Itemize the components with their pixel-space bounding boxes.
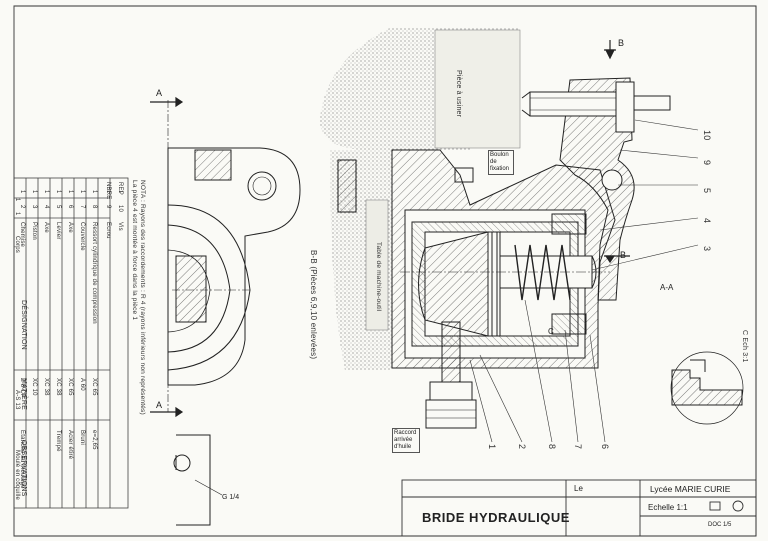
cut-c-label: C (548, 327, 554, 336)
rep-6: 6 (67, 205, 73, 209)
parts-row-1-material: A-S 13 (14, 390, 20, 410)
fitting-label: Raccord arrivée d'huile (392, 428, 420, 453)
item-balloon-7: 7 (573, 444, 583, 450)
parts-row-8-name: Ressort cylindrique de compression (91, 222, 97, 324)
side-view (167, 100, 301, 412)
cut-a-top-label: A (156, 88, 163, 98)
title-block-frame (401, 479, 757, 537)
item-balloon-1: 1 (487, 444, 497, 450)
nbre-7: 1 (79, 190, 85, 194)
parts-row-9-name: Ecrou (105, 222, 111, 239)
detail-c-view (670, 351, 744, 425)
parts-row-7-obs: Bruni (79, 430, 85, 446)
lever-assembly (521, 77, 671, 301)
title-block-scale: Echelle 1:1 (648, 503, 688, 512)
rep-5: 5 (55, 205, 61, 209)
nota-line-1: NOTA : Rayons des raccordements : R 4 (r… (139, 180, 146, 415)
parts-list-header-designation: DÉSIGNATION (20, 300, 27, 350)
rep-2: 2 (19, 205, 25, 209)
item-balloon-10: 10 (702, 130, 712, 141)
rep-1: 1 (14, 212, 20, 216)
rep-7: 7 (79, 205, 85, 209)
bolt-label: Boulon de fixation (488, 150, 514, 175)
item-balloon-6: 6 (600, 444, 610, 450)
detail-c-label: C Ech 3:1 (741, 330, 748, 363)
parts-row-8-obs: e=2,65 (91, 430, 97, 450)
title-block-le: Le (574, 484, 583, 493)
machine-table-label: Table de machine-outil (375, 242, 382, 312)
parts-row-4-name: Axe (43, 222, 49, 233)
leader-lines (469, 119, 699, 443)
rep-10: 10 (117, 205, 123, 213)
rep-9: 9 (105, 205, 111, 209)
parts-row-5-obs: Trempé (55, 430, 61, 452)
parts-row-5-material: XC 38 (55, 378, 61, 396)
nbre-5: 1 (55, 190, 61, 194)
nbre-2: 1 (19, 190, 25, 194)
workpiece-label: Pièce à usiner (455, 70, 462, 118)
cut-b-top-label: B (618, 38, 625, 48)
rep-3: 3 (31, 205, 37, 209)
rep-8: 8 (91, 205, 97, 209)
cutting-plane-a (150, 96, 184, 418)
nbre-3: 1 (31, 190, 37, 194)
cutting-plane-b (604, 40, 630, 264)
workpiece (434, 29, 521, 149)
parts-row-3-material: XC 10 (31, 378, 37, 396)
item-balloon-2: 2 (517, 444, 527, 450)
parts-row-6-material: XC 65 (67, 378, 73, 396)
section-bb (337, 149, 616, 429)
machine-table (365, 199, 389, 331)
cut-a-bottom-label: A (156, 400, 163, 410)
parts-row-10-name: Vis (117, 222, 123, 231)
cut-b-bottom-label: B (620, 250, 627, 260)
item-balloon-9: 9 (702, 160, 712, 166)
title-block-school: Lycée MARIE CURIE (650, 484, 731, 494)
bottom-detail-view (173, 434, 223, 526)
parts-row-4-material: XC 38 (43, 378, 49, 396)
title-block-title: BRIDE HYDRAULIQUE (422, 510, 570, 525)
item-balloon-4: 4 (702, 218, 712, 224)
nbre-9: 1 (105, 190, 111, 194)
rep-4: 4 (43, 205, 49, 209)
item-balloon-3: 3 (702, 246, 712, 252)
item-balloon-5: 5 (702, 188, 712, 194)
parts-row-1-obs: Moulé en coquille (14, 450, 20, 501)
nbre-6: 1 (67, 190, 73, 194)
section-aa-label: A-A (660, 283, 674, 292)
section-bb-caption: B-B (Pièces 6,9,10 enlevées) (309, 250, 318, 360)
parts-row-3-name: Piston (31, 222, 37, 240)
item-balloon-8: 8 (547, 444, 557, 450)
parts-row-6-name: Axe (67, 222, 73, 233)
parts-row-7-name: Couvercle (79, 222, 85, 251)
nbre-10: 1 (117, 190, 123, 194)
parts-row-8-material: XC 65 (91, 378, 97, 396)
title-block-doc: DOC 1/5 (708, 522, 732, 528)
tolerance-label: G 1/4 (222, 494, 240, 501)
nota-line-2: La pièce 4 est montée à force dans la pi… (131, 180, 138, 321)
parts-list-frame (13, 177, 129, 509)
nbre-4: 1 (43, 190, 49, 194)
nbre-8: 1 (91, 190, 97, 194)
nbre-1: 1 (14, 198, 20, 202)
parts-row-6-obs: Acier étiré (67, 430, 73, 460)
parts-row-7-material: A 60 (79, 378, 85, 391)
parts-row-1-name: Corps (14, 236, 20, 254)
parts-row-5-name: Levier (55, 222, 61, 240)
